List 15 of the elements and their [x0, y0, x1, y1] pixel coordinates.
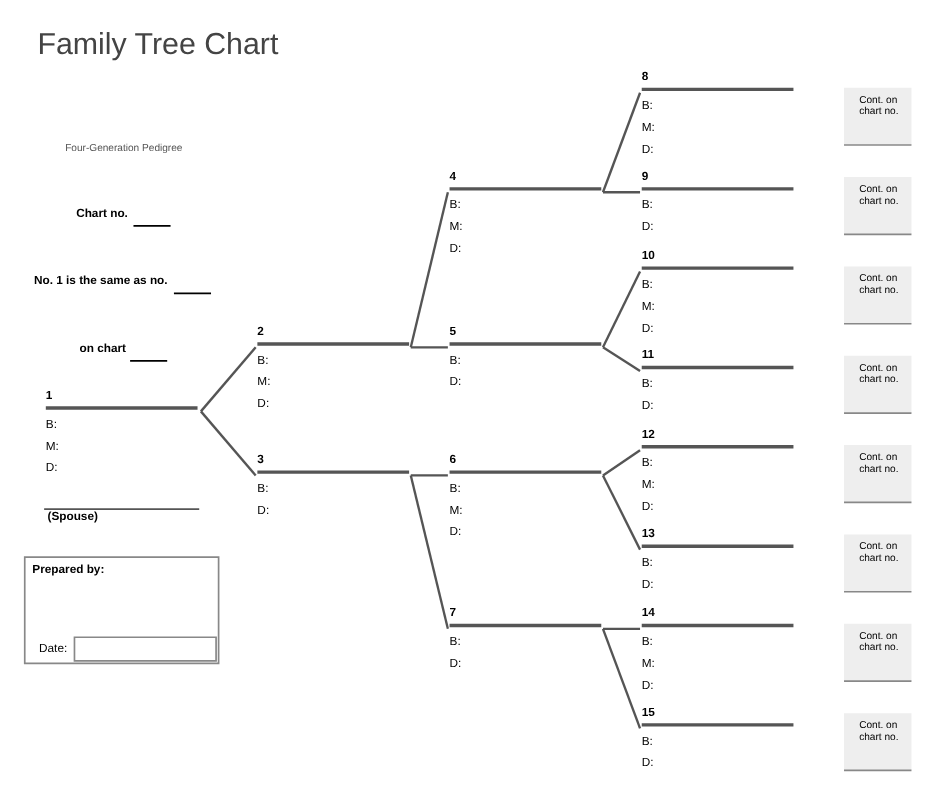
connector	[602, 346, 641, 372]
connector	[602, 191, 641, 194]
connector	[410, 346, 448, 349]
connector	[602, 627, 641, 630]
connector	[601, 474, 642, 551]
connector	[200, 410, 257, 477]
connector	[409, 475, 449, 630]
connector	[602, 449, 641, 477]
connector	[601, 270, 642, 348]
connector	[200, 346, 257, 413]
diagram-title: Family Tree Chart	[37, 27, 279, 62]
connector	[601, 628, 642, 729]
connector	[409, 191, 449, 348]
connector	[410, 474, 448, 477]
connector	[601, 92, 642, 193]
